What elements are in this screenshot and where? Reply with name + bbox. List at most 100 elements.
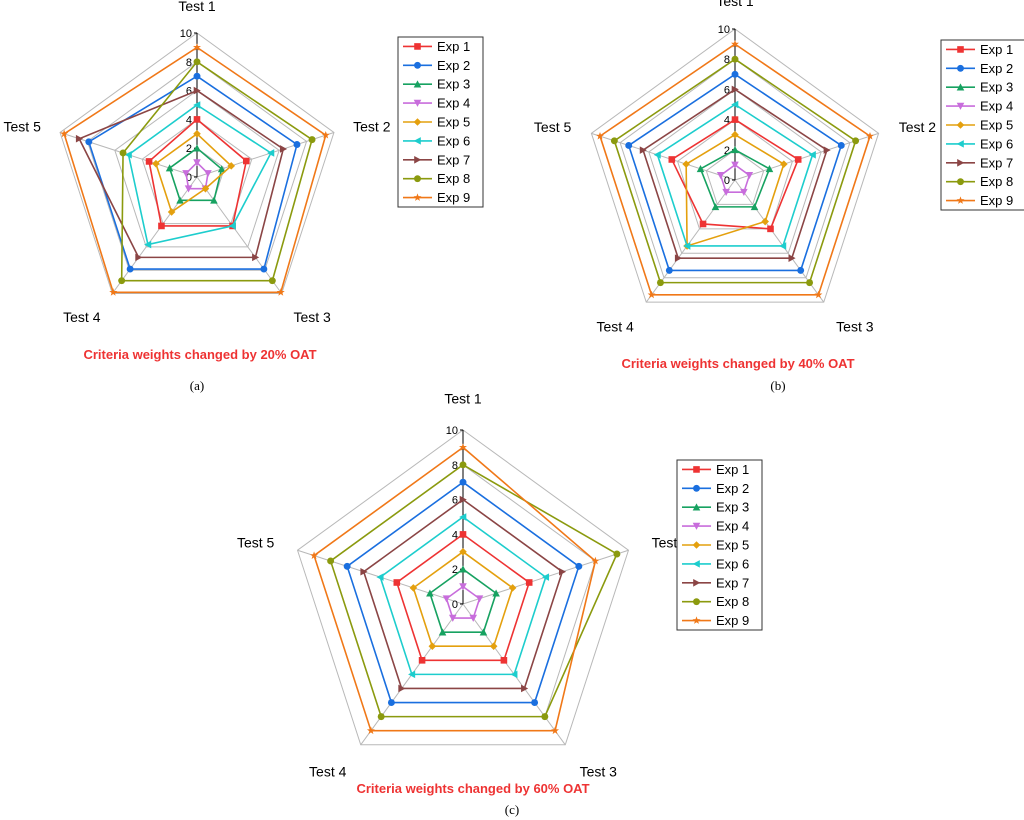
legend-marker (413, 80, 422, 88)
data-point (780, 160, 788, 168)
legend-label: Exp 3 (716, 500, 749, 515)
series-exp-4 (442, 583, 484, 622)
axis-label: Test 4 (596, 318, 634, 334)
data-point (459, 513, 467, 521)
series-line (87, 75, 298, 270)
data-point (442, 595, 451, 603)
series-exp-5 (409, 548, 517, 651)
data-point (665, 266, 673, 274)
tick-label: 0 (724, 175, 730, 187)
grid-ring (590, 28, 880, 303)
legend-label: Exp 9 (716, 613, 749, 628)
legend-label: Exp 4 (437, 96, 470, 111)
data-point (794, 156, 802, 163)
tick-label: 2 (724, 145, 730, 157)
data-point (745, 172, 754, 180)
axis-label: Test 4 (63, 309, 101, 325)
data-point (377, 713, 385, 721)
legend-label: Exp 9 (980, 193, 1013, 208)
legend-marker (414, 155, 422, 164)
series-exp-5 (152, 130, 236, 216)
legend-item: Exp 3 (682, 500, 749, 515)
data-point (60, 129, 69, 138)
data-point (243, 157, 250, 165)
data-point (668, 156, 676, 163)
legend-label: Exp 2 (716, 481, 749, 496)
series-line (395, 533, 531, 662)
legend-label: Exp 7 (716, 575, 749, 590)
tick-label: 10 (180, 28, 192, 40)
data-point (217, 165, 226, 173)
legend-label: Exp 7 (980, 155, 1013, 170)
data-point (797, 266, 805, 274)
data-point (767, 225, 774, 233)
data-point (193, 130, 201, 138)
legend-item: Exp 5 (682, 538, 749, 553)
data-point (716, 172, 725, 180)
data-point (492, 589, 500, 597)
data-point (525, 579, 533, 586)
chart-title: Criteria weights changed by 60% OAT (356, 781, 589, 796)
panel-label: (c) (505, 802, 519, 817)
series-line (362, 498, 564, 690)
axis-label: Test 4 (309, 763, 347, 779)
data-point (489, 642, 498, 651)
legend-label: Exp 2 (980, 61, 1013, 76)
data-point (575, 562, 583, 570)
series-line (670, 118, 800, 230)
data-point (193, 72, 201, 80)
data-point (683, 242, 691, 250)
data-point (551, 726, 560, 735)
series-line (656, 103, 814, 247)
data-point (731, 130, 739, 139)
data-point (438, 628, 447, 636)
axis-label: Test 5 (237, 535, 275, 551)
series-line (120, 60, 313, 282)
series-line (379, 516, 547, 676)
data-point (823, 146, 831, 154)
legend-label: Exp 6 (716, 556, 749, 571)
axis-label: Test 3 (293, 309, 331, 325)
legend-item: Exp 7 (403, 152, 470, 167)
data-point (193, 86, 201, 95)
legend-label: Exp 5 (437, 115, 470, 130)
data-point (193, 144, 201, 152)
data-point (252, 253, 260, 262)
tick-label: 2 (186, 143, 192, 155)
data-point (408, 670, 416, 679)
series-exp-2 (625, 70, 845, 274)
data-point (144, 240, 152, 249)
data-point (376, 573, 384, 581)
legend-item: Exp 9 (682, 613, 749, 628)
series-line (168, 147, 223, 202)
data-point (656, 279, 664, 287)
data-point (508, 584, 517, 592)
legend-label: Exp 3 (980, 80, 1013, 95)
axis-label: Test 5 (534, 119, 572, 135)
legend-label: Exp 4 (716, 519, 749, 534)
data-point (176, 196, 184, 204)
grid-ring (114, 89, 280, 248)
series-line (642, 88, 828, 259)
data-point (837, 142, 845, 149)
series-exp-1 (668, 116, 802, 233)
legend-marker (692, 616, 701, 624)
data-point (321, 131, 330, 139)
data-point (731, 116, 739, 123)
data-point (308, 136, 316, 144)
legend-marker (692, 503, 701, 511)
legend-label: Exp 6 (980, 136, 1013, 151)
data-point (510, 670, 518, 679)
data-point (193, 159, 201, 167)
grid-spoke (196, 176, 283, 294)
legend-label: Exp 5 (716, 538, 749, 553)
grid-ring (648, 88, 822, 254)
data-point (126, 265, 134, 273)
grid-ring (676, 118, 794, 230)
data-point (750, 203, 759, 211)
data-point (387, 699, 395, 707)
legend-marker (692, 541, 701, 549)
series-line (154, 132, 233, 214)
